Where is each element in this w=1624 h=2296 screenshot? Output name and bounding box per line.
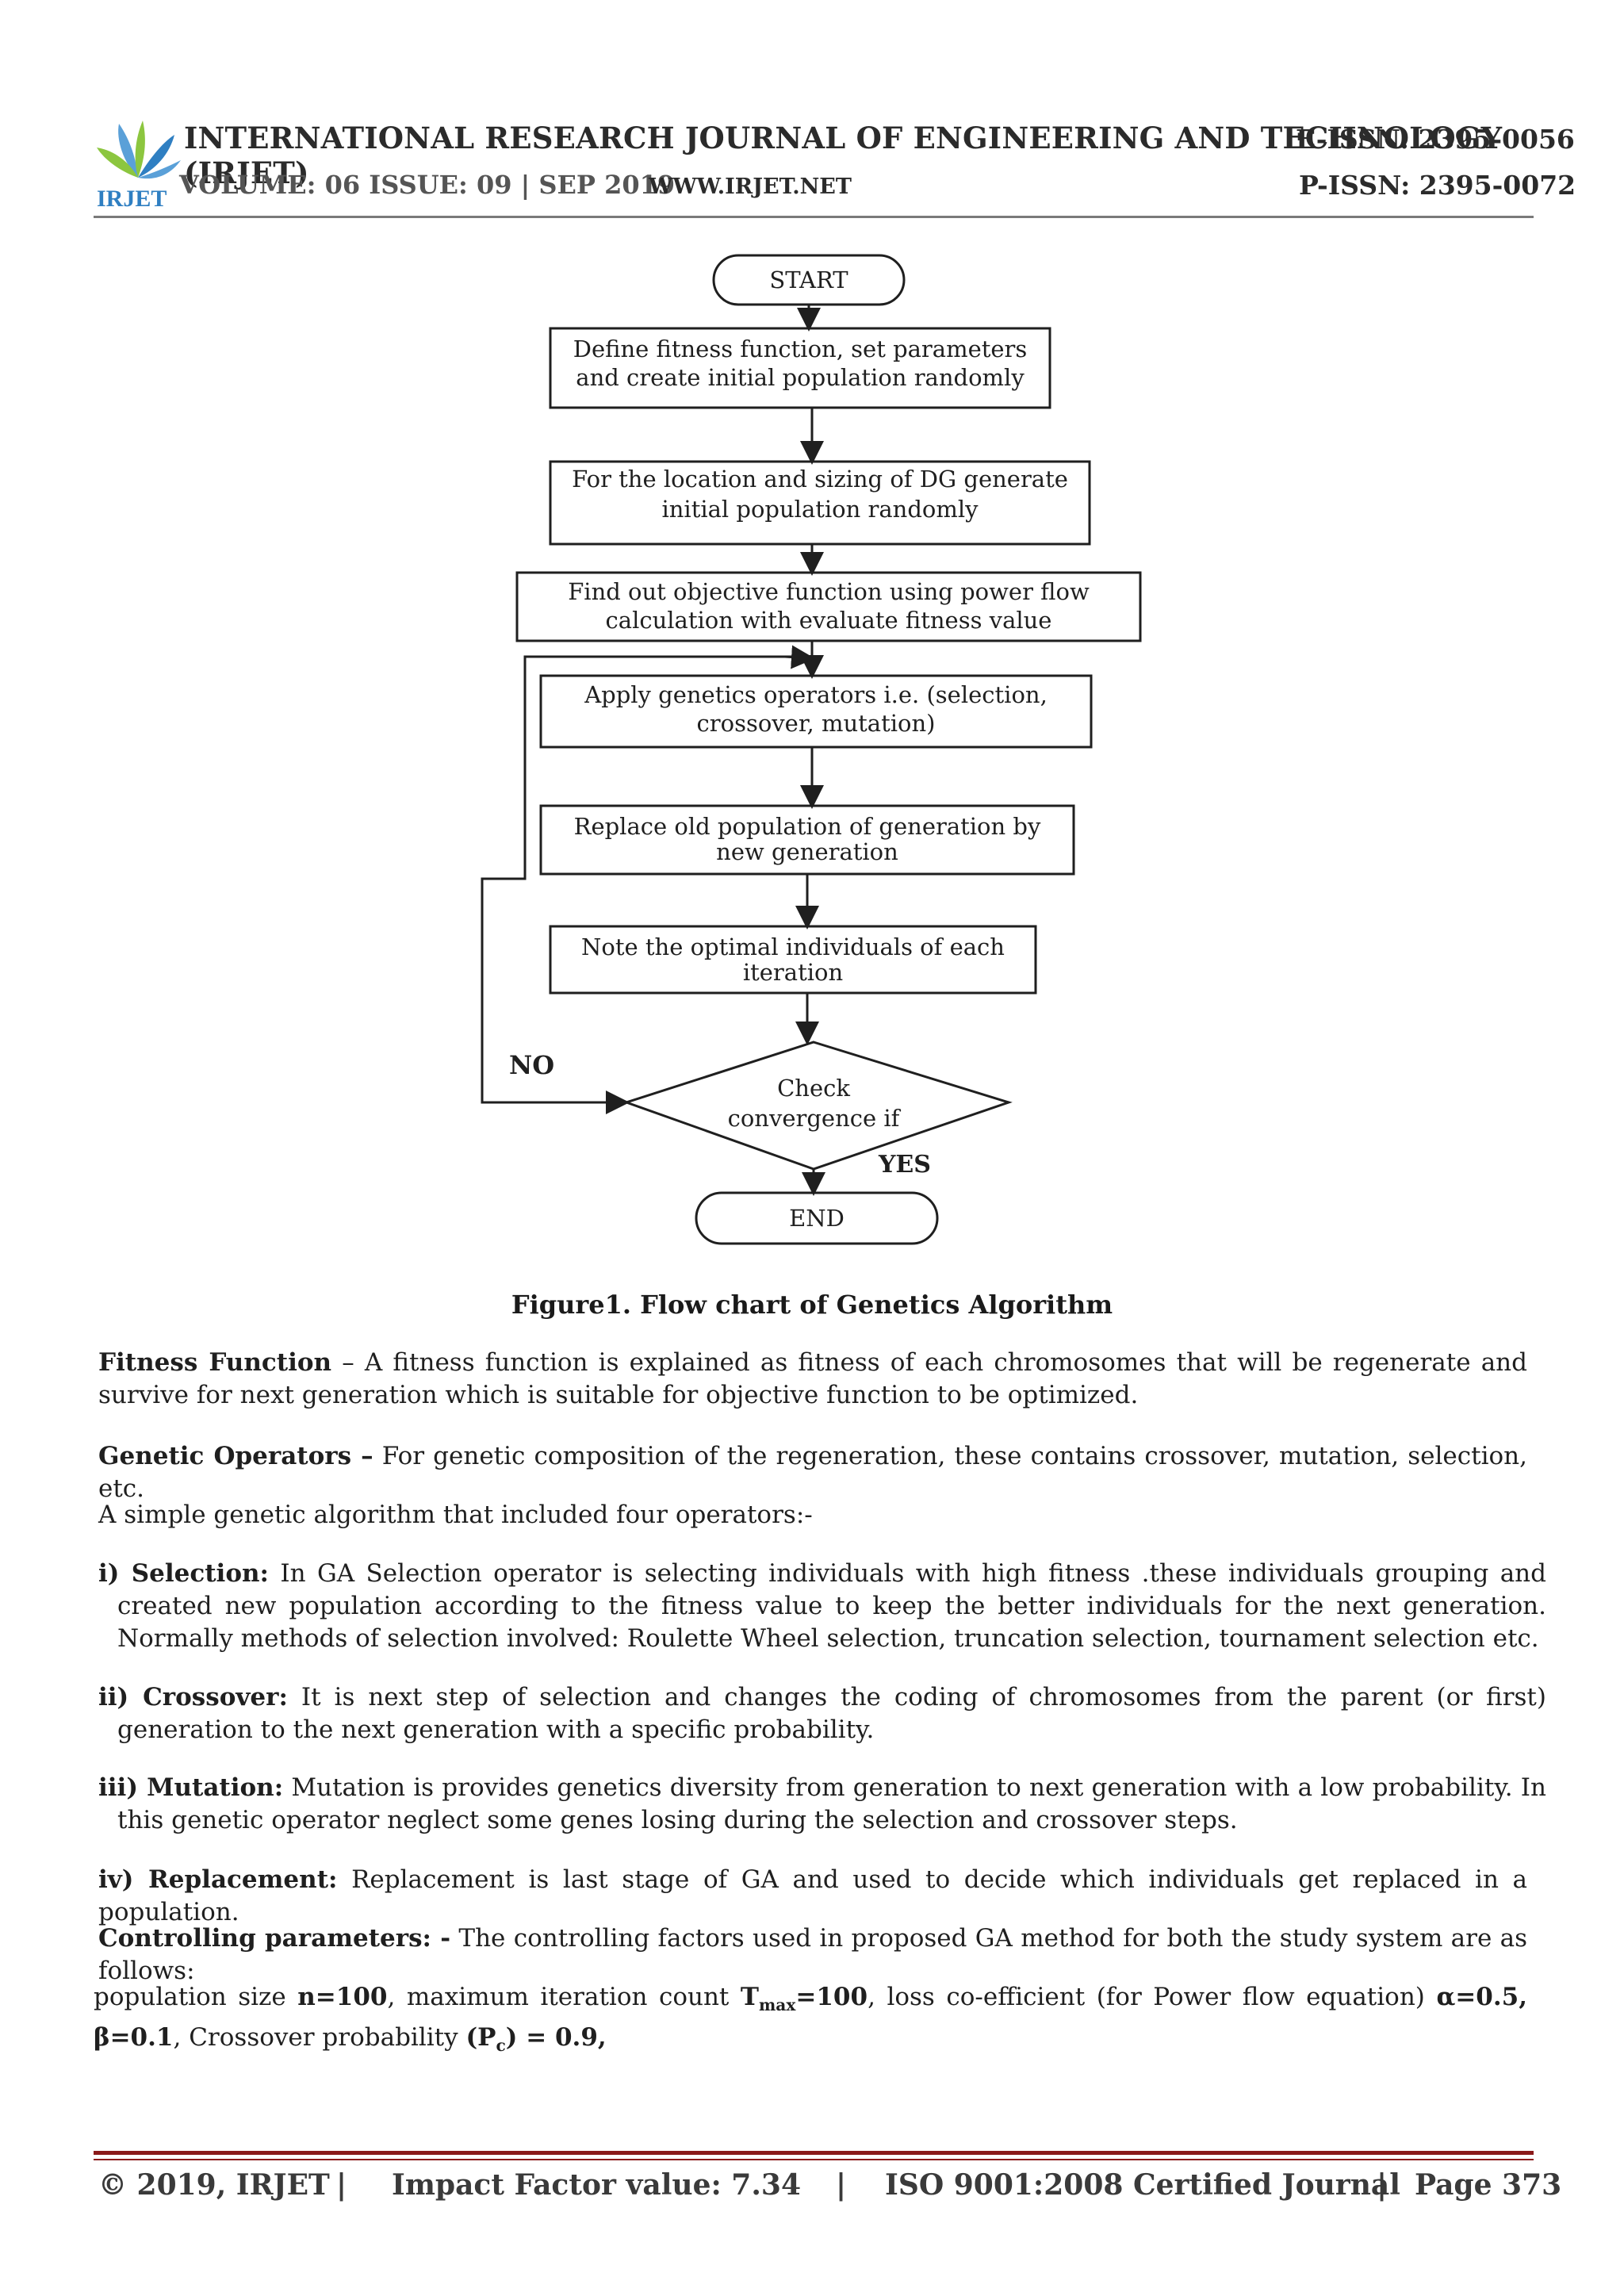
- footer-rule-thin: [94, 2159, 1534, 2160]
- start-label: START: [769, 266, 848, 293]
- p-issn: P-ISSN: 2395-0072: [1299, 170, 1576, 201]
- volume-issue: VOLUME: 06 ISSUE: 09 | SEP 2019: [179, 170, 676, 200]
- param-tmax: Tmax=100: [740, 1983, 868, 2015]
- replacement-paragraph: iv) Replacement: Replacement is last sta…: [98, 1864, 1527, 1929]
- step5-line2: new generation: [716, 838, 898, 865]
- controlling-parameters-paragraph: Controlling parameters: - The controllin…: [98, 1922, 1527, 1987]
- mutation-term: iii) Mutation:: [98, 1773, 284, 1802]
- genetic-operators-text: For genetic composition of the regenerat…: [98, 1442, 1527, 1503]
- param-alpha-beta: α=0.5, β=0.1: [94, 1983, 1527, 2053]
- step1-line1: Define fitness function, set parameters: [573, 335, 1028, 362]
- step2-line2: initial population randomly: [661, 496, 979, 523]
- step4-box: [539, 674, 1093, 749]
- param-t-symbol: T: [740, 1983, 759, 2011]
- step6-line1: Note the optimal individuals of each: [581, 933, 1005, 960]
- crossover-paragraph: ii) Crossover: It is next step of select…: [98, 1681, 1546, 1746]
- decision-line1: Check: [777, 1075, 850, 1102]
- footer-page-number: Page 373: [1415, 2168, 1562, 2202]
- param-t-subscript: max: [759, 1995, 796, 2015]
- controlling-parameters-text: The controlling factors used in proposed…: [98, 1924, 1527, 1985]
- replacement-term: iv) Replacement:: [98, 1865, 338, 1894]
- footer-impact-factor: Impact Factor value: 7.34: [392, 2168, 801, 2202]
- genetic-operators-term: Genetic Operators –: [98, 1442, 373, 1470]
- decision-line2: convergence if: [728, 1105, 902, 1132]
- fitness-function-term: Fitness Function: [98, 1348, 332, 1377]
- step6-line2: iteration: [743, 959, 843, 986]
- selection-term: i) Selection:: [98, 1559, 269, 1588]
- step1-box: [549, 327, 1051, 409]
- footer-separator: |: [1377, 2168, 1388, 2202]
- param-text-c: , loss co-efficient (for Power flow equa…: [868, 1983, 1437, 2011]
- ga-flowchart: START Define fitness function, set param…: [481, 254, 1142, 1245]
- param-p-value: ) = 0.9,: [505, 2023, 607, 2053]
- mutation-text: Mutation is provides genetics diversity …: [117, 1773, 1546, 1834]
- step6-box: [549, 925, 1037, 995]
- param-population-size: n=100: [297, 1983, 388, 2011]
- genetic-operators-paragraph: Genetic Operators – For genetic composit…: [98, 1440, 1527, 1505]
- footer-iso: ISO 9001:2008 Certified Journal: [885, 2168, 1400, 2202]
- crossover-term: ii) Crossover:: [98, 1683, 288, 1711]
- four-operators-paragraph: A simple genetic algorithm that included…: [98, 1499, 1527, 1531]
- param-pc: (Pc) = 0.9,: [465, 2023, 607, 2056]
- selection-text: In GA Selection operator is selecting in…: [117, 1559, 1546, 1653]
- step3-line1: Find out objective function using power …: [568, 578, 1090, 605]
- end-label: END: [789, 1205, 845, 1232]
- step4-line1: Apply genetics operators i.e. (selection…: [584, 681, 1048, 708]
- fitness-function-text: – A fitness function is explained as fit…: [98, 1348, 1527, 1409]
- irjet-logo: IRJET: [92, 116, 184, 212]
- param-p-subscript: c: [496, 2036, 506, 2056]
- step3-line2: calculation with evaluate fitness value: [606, 607, 1052, 634]
- step1-line2: and create initial population randomly: [576, 364, 1025, 391]
- param-text-d: , Crossover probability: [173, 2023, 466, 2053]
- journal-website[interactable]: WWW.IRJET.NET: [649, 174, 852, 199]
- no-label: NO: [509, 1050, 554, 1080]
- parameter-values-paragraph: population size n=100, maximum iteration…: [94, 1981, 1527, 2062]
- no-loop-line: [481, 655, 810, 1104]
- param-p-symbol: (P: [465, 2023, 496, 2053]
- mutation-paragraph: iii) Mutation: Mutation is provides gene…: [98, 1772, 1546, 1837]
- journal-title: INTERNATIONAL RESEARCH JOURNAL OF ENGINE…: [184, 121, 1503, 190]
- header-rule: [94, 216, 1534, 218]
- controlling-parameters-term: Controlling parameters: -: [98, 1924, 451, 1953]
- figure-caption: Figure1. Flow chart of Genetics Algorith…: [511, 1290, 1113, 1320]
- param-text-b: , maximum iteration count: [387, 1983, 741, 2011]
- step3-box: [515, 571, 1142, 642]
- param-t-value: =100: [795, 1983, 868, 2011]
- footer-copyright: © 2019, IRJET: [98, 2168, 330, 2202]
- yes-label: YES: [878, 1151, 931, 1179]
- param-text-a: population size: [94, 1983, 298, 2011]
- replacement-text: Replacement is last stage of GA and used…: [98, 1865, 1527, 1926]
- footer-rule-thick: [94, 2151, 1534, 2155]
- crossover-text: It is next step of selection and changes…: [117, 1683, 1546, 1744]
- step2-line1: For the location and sizing of DG genera…: [572, 466, 1068, 493]
- four-operators-text: A simple genetic algorithm that included…: [98, 1501, 813, 1529]
- selection-paragraph: i) Selection: In GA Selection operator i…: [98, 1558, 1546, 1655]
- e-issn: E-ISSN: 2395-0056: [1296, 124, 1575, 155]
- footer-separator: |: [836, 2168, 847, 2202]
- fitness-function-paragraph: Fitness Function – A fitness function is…: [98, 1347, 1527, 1412]
- step5-line1: Replace old population of generation by: [574, 813, 1041, 840]
- step4-line2: crossover, mutation): [697, 710, 936, 737]
- step2-box: [549, 460, 1091, 546]
- footer-separator: |: [336, 2168, 347, 2202]
- page-footer: © 2019, IRJET|Impact Factor value: 7.34|…: [98, 2168, 1561, 2202]
- logo-text: IRJET: [97, 186, 167, 211]
